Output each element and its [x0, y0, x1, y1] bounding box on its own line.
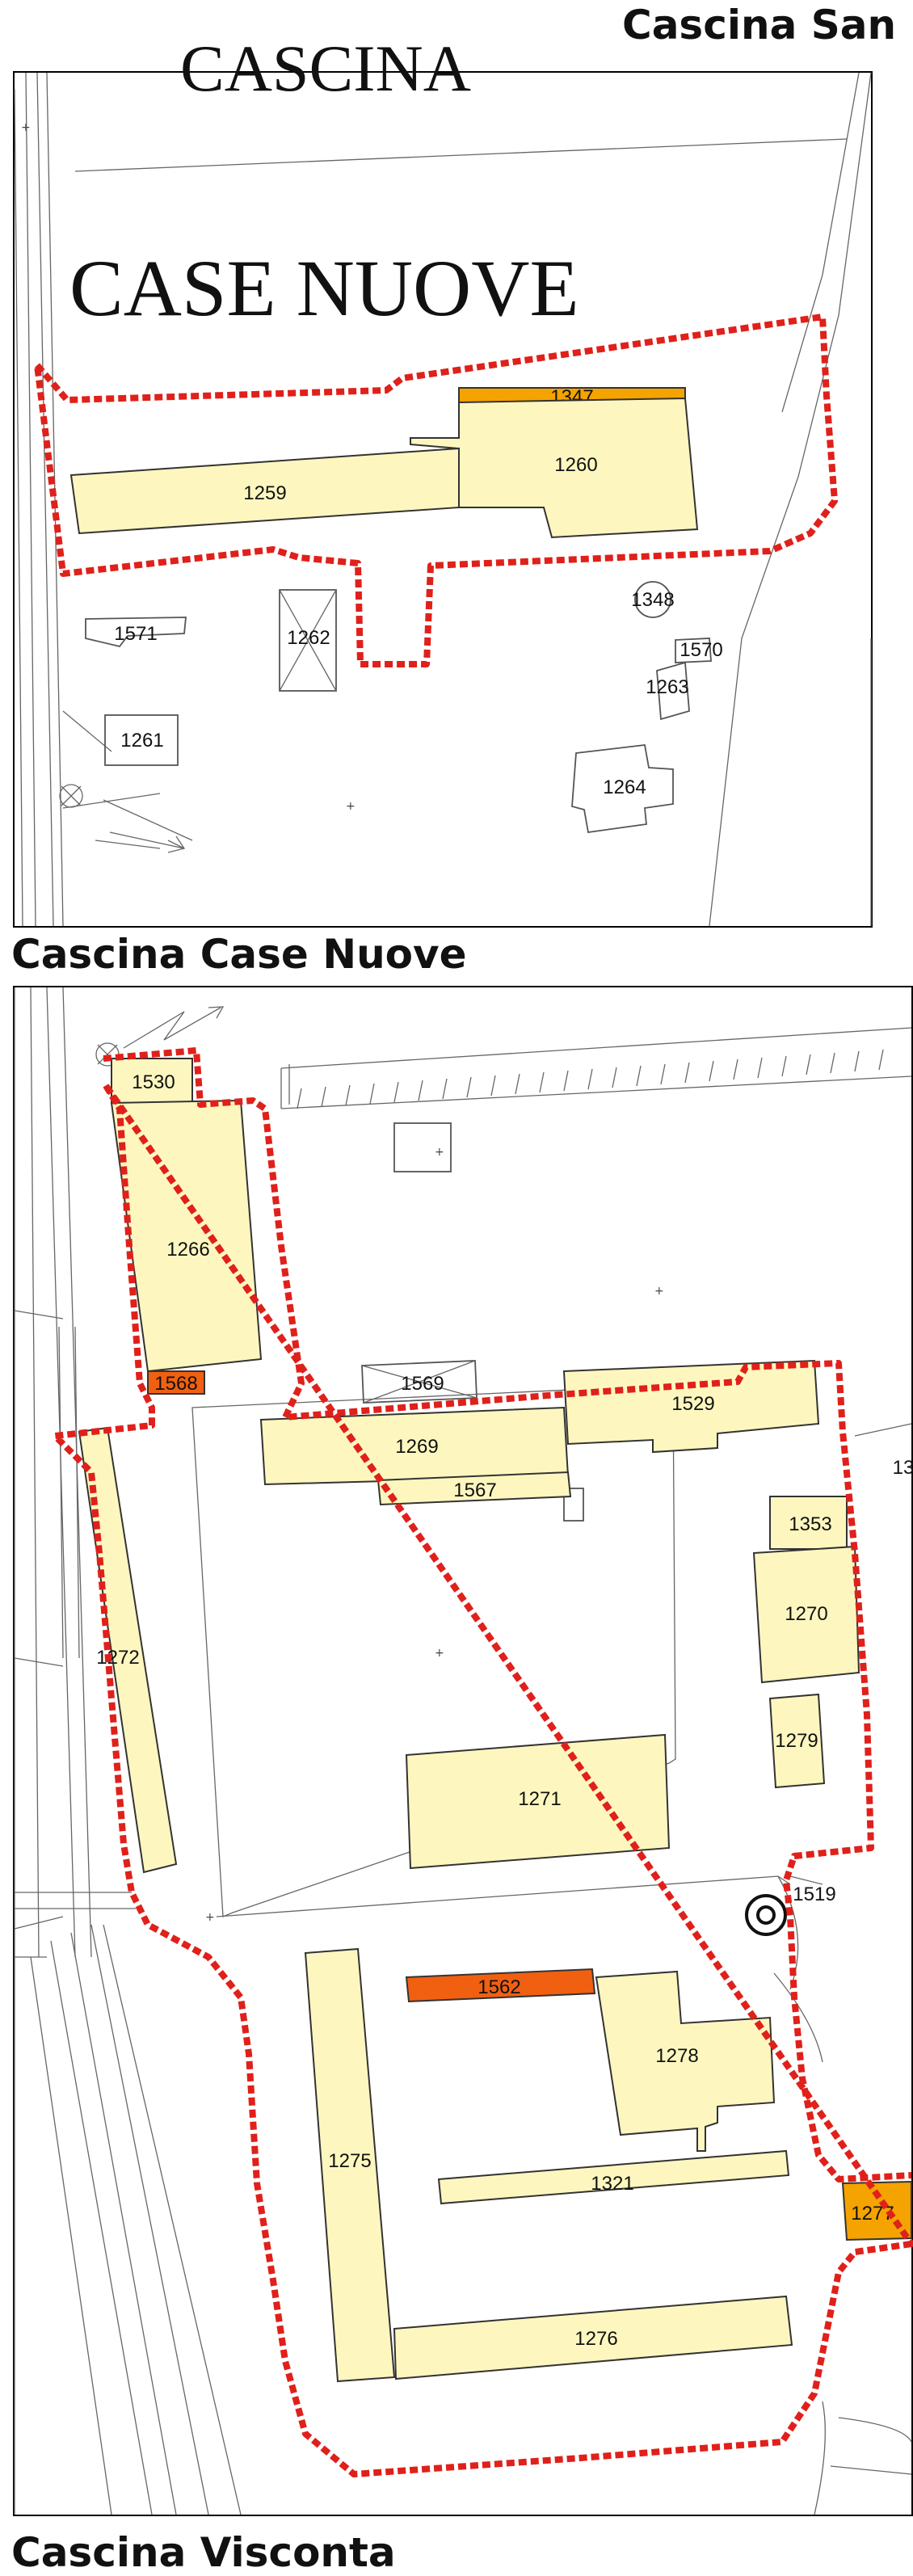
building-1529[interactable]: [562, 1359, 820, 1454]
label-1562: 1562: [478, 1976, 520, 1998]
boundary-case-nuove-detail[interactable]: [52, 1047, 913, 2477]
label-1261: 1261: [120, 730, 163, 751]
label-1278: 1278: [655, 2045, 698, 2067]
building-1568[interactable]: [147, 1370, 205, 1395]
building-1530[interactable]: [111, 1058, 193, 1104]
map-cascina-case-nuove-overview[interactable]: + + CASCINA CASE NUOVE 1347 1260 1259 13…: [13, 32, 873, 928]
map-cascina-case-nuove-detail[interactable]: + + + + 1530 1266 1568 1569 1529 1269 15…: [13, 986, 913, 2516]
map1-canvas: + + CASCINA CASE NUOVE 1347 1260 1259 13…: [14, 32, 872, 927]
heading-cascina-visconta: Cascina Visconta: [11, 2529, 396, 2576]
cross-marker-3: +: [435, 1146, 444, 1159]
label-1279: 1279: [775, 1730, 818, 1752]
label-1519: 1519: [793, 1884, 835, 1905]
label-1259: 1259: [243, 482, 286, 504]
boundary-case-nuove[interactable]: [34, 314, 838, 667]
label-1266: 1266: [166, 1239, 209, 1261]
cross-marker-6: +: [205, 1911, 215, 1924]
building-1562[interactable]: [405, 1968, 596, 2003]
label-1263: 1263: [646, 676, 688, 698]
label-1271: 1271: [518, 1788, 561, 1810]
label-1321: 1321: [591, 2173, 633, 2195]
map2-canvas: + + + + 1530 1266 1568 1569 1529 1269 15…: [14, 987, 913, 2515]
building-1275[interactable]: [304, 1947, 396, 2383]
label-1264: 1264: [603, 777, 646, 798]
building-1266[interactable]: [110, 1099, 263, 1373]
structure-1348[interactable]: [634, 581, 671, 618]
label-1275: 1275: [328, 2150, 371, 2172]
building-1278[interactable]: [595, 1970, 776, 2152]
building-1270[interactable]: [752, 1545, 860, 1684]
structure-1263[interactable]: [656, 661, 690, 721]
label-1568: 1568: [154, 1373, 197, 1395]
label-1262: 1262: [287, 627, 330, 649]
structure-1264[interactable]: [571, 744, 674, 834]
building-1259[interactable]: [69, 447, 460, 535]
well-symbol: [745, 1894, 787, 1936]
label-1569: 1569: [401, 1373, 444, 1395]
structure-small-north[interactable]: [393, 1122, 452, 1172]
survey-point-symbol: [59, 784, 83, 808]
cross-marker-2: +: [346, 800, 356, 813]
heading-cascina-san: Cascina San: [622, 2, 897, 48]
label-1270: 1270: [785, 1603, 827, 1625]
label-1570: 1570: [679, 639, 722, 661]
structure-1570[interactable]: [675, 638, 712, 663]
place-name-line1: CASCINA: [180, 32, 471, 105]
label-1353: 1353: [789, 1513, 831, 1535]
structure-1571[interactable]: [85, 617, 187, 648]
label-1272: 1272: [96, 1647, 139, 1669]
label-1571: 1571: [114, 623, 157, 645]
structure-1262[interactable]: [279, 589, 337, 692]
building-1271[interactable]: [405, 1733, 671, 1870]
structure-small-court[interactable]: [563, 1488, 584, 1522]
label-1269: 1269: [395, 1436, 438, 1458]
label-1276: 1276: [574, 2328, 617, 2350]
label-13-partial: 13: [893, 1457, 913, 1479]
structure-1261[interactable]: [104, 714, 179, 766]
building-1321[interactable]: [437, 2149, 790, 2205]
label-1530: 1530: [132, 1071, 175, 1093]
label-1567: 1567: [453, 1480, 496, 1501]
place-name-line2: CASE NUOVE: [69, 243, 579, 333]
well-symbol-inner: [756, 1905, 776, 1925]
building-1277[interactable]: [841, 2180, 912, 2241]
label-1348: 1348: [631, 589, 674, 611]
cross-marker-5: +: [435, 1647, 444, 1660]
building-1567[interactable]: [377, 1471, 572, 1506]
cross-marker: +: [21, 121, 31, 134]
building-1276[interactable]: [393, 2295, 793, 2380]
label-1529: 1529: [671, 1393, 714, 1415]
building-1353[interactable]: [769, 1496, 848, 1550]
building-1279[interactable]: [768, 1693, 826, 1789]
heading-cascina-case-nuove: Cascina Case Nuove: [11, 931, 467, 978]
cross-marker-4: +: [654, 1285, 664, 1298]
label-1260: 1260: [554, 454, 597, 476]
